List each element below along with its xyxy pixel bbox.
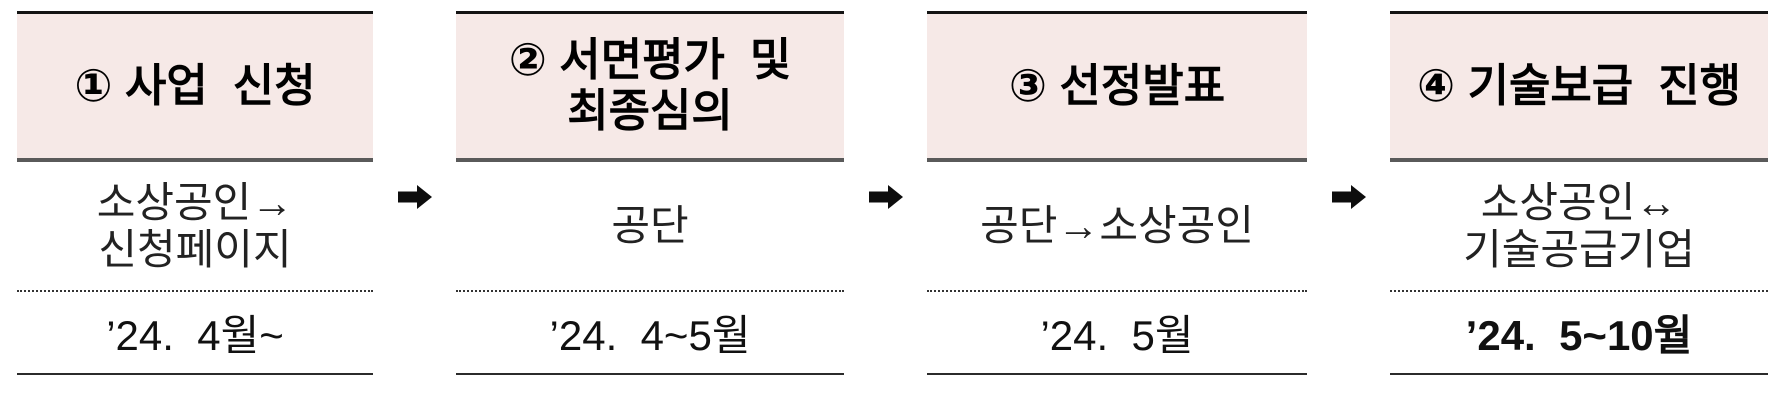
step-4-header: ④ 기술보급 진행 — [1390, 11, 1768, 162]
step-2-actor-line: 공단 — [611, 202, 689, 250]
step-1-actors: 소상공인→ 신청페이지 — [17, 162, 373, 292]
flow-arrow-2 — [844, 185, 927, 209]
process-flow: ① 사업 신청 소상공인→ 신청페이지 ’24. 4월~ ② 서면평가 및 최종… — [17, 11, 1768, 375]
step-technology-distribution: ④ 기술보급 진행 소상공인↔ 기술공급기업 ’24. 5~10월 — [1390, 11, 1768, 375]
step-2-title: ② 서면평가 및 — [508, 34, 792, 86]
step-2-header: ② 서면평가 및 최종심의 — [456, 11, 844, 162]
step-4-date: ’24. 5~10월 — [1390, 292, 1768, 375]
step-4-actors: 소상공인↔ 기술공급기업 — [1390, 162, 1768, 292]
step-3-title: ③ 선정발표 — [1008, 59, 1226, 111]
step-4-actor-line: 소상공인↔ — [1480, 178, 1678, 226]
flow-arrow-3 — [1307, 185, 1390, 209]
step-4-actor-line: 기술공급기업 — [1463, 226, 1695, 273]
step-4-title: ④ 기술보급 진행 — [1416, 59, 1741, 111]
step-1-actor-line: 신청페이지 — [98, 226, 292, 273]
flow-arrow-1 — [373, 185, 456, 209]
step-1-header: ① 사업 신청 — [17, 11, 373, 162]
step-1-date: ’24. 4월~ — [17, 292, 373, 375]
step-3-actors: 공단→소상공인 — [927, 162, 1307, 292]
step-2-actors: 공단 — [456, 162, 844, 292]
step-1-title: ① 사업 신청 — [74, 59, 316, 111]
step-2-title: 최종심의 — [567, 85, 733, 136]
step-3-header: ③ 선정발표 — [927, 11, 1307, 162]
step-evaluation-review: ② 서면평가 및 최종심의 공단 ’24. 4~5월 — [456, 11, 844, 375]
step-selection-announcement: ③ 선정발표 공단→소상공인 ’24. 5월 — [927, 11, 1307, 375]
right-arrow-icon — [868, 185, 903, 209]
right-arrow-icon — [397, 185, 432, 209]
right-arrow-icon — [1331, 185, 1366, 209]
step-1-actor-line: 소상공인→ — [96, 178, 294, 226]
step-2-date: ’24. 4~5월 — [456, 292, 844, 375]
step-3-date: ’24. 5월 — [927, 292, 1307, 375]
step-3-actor-line: 공단→소상공인 — [980, 202, 1254, 250]
step-business-application: ① 사업 신청 소상공인→ 신청페이지 ’24. 4월~ — [17, 11, 373, 375]
